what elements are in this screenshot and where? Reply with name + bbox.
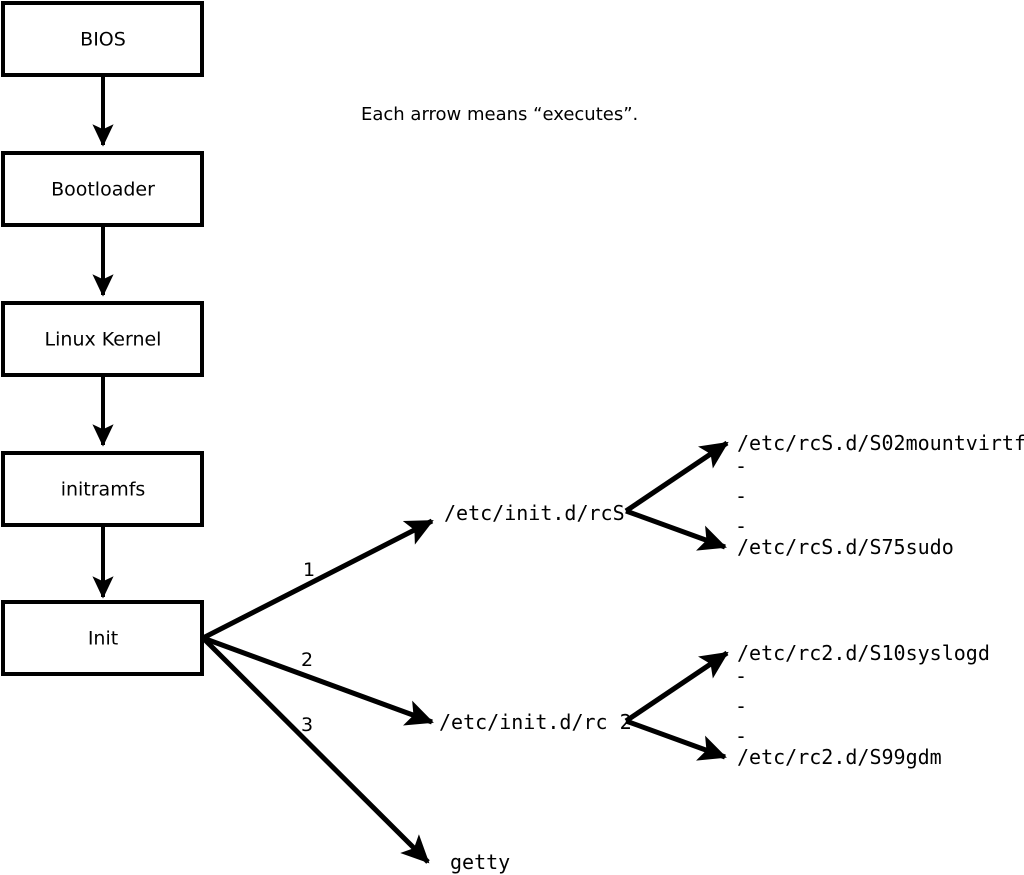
rcS-ellipsis-dash-1: -	[735, 454, 747, 478]
box-bios-rect	[1, 1, 204, 77]
box-initramfs-label: initramfs	[61, 479, 146, 501]
rc2-ellipsis-dash-2: -	[735, 694, 747, 718]
box-initramfs-rect	[1, 451, 204, 527]
box-init[interactable]: Init	[1, 600, 204, 676]
box-initramfs[interactable]: initramfs	[1, 451, 204, 527]
label-rcS-last-child: /etc/rcS.d/S75sudo	[737, 535, 954, 559]
arrow-init-to-getty	[201, 636, 430, 864]
box-init-rect	[1, 600, 204, 676]
branch-number-2: 2	[301, 649, 313, 671]
label-getty: getty	[450, 850, 510, 874]
box-bootloader-rect	[1, 151, 204, 227]
label-rcS-first-child: /etc/rcS.d/S02mountvirtfs	[737, 431, 1024, 455]
arrow-rcS-to-first-child	[624, 440, 729, 514]
label-etc-init-d-rc2: /etc/init.d/rc 2	[439, 710, 632, 734]
box-init-label: Init	[88, 628, 118, 650]
box-bios[interactable]: BIOS	[1, 1, 204, 77]
box-linux-kernel-rect	[1, 301, 204, 377]
rc2-branch-arrows	[624, 650, 729, 761]
rc2-ellipsis-dash-1: -	[735, 664, 747, 688]
rcS-branch-arrows	[624, 440, 729, 551]
label-rc2-last-child: /etc/rc2.d/S99gdm	[737, 745, 942, 769]
box-bios-label: BIOS	[80, 29, 126, 51]
box-linux-kernel[interactable]: Linux Kernel	[1, 301, 204, 377]
arrow-rc2-to-last-child	[625, 718, 727, 761]
arrow-rc2-to-first-child	[624, 650, 729, 724]
box-bootloader-label: Bootloader	[51, 179, 155, 201]
label-etc-init-d-rcS: /etc/init.d/rcS	[444, 501, 625, 525]
arrow-init-to-rc2	[202, 635, 434, 726]
rcS-ellipsis-dash-3: -	[735, 514, 747, 538]
branch-number-3: 3	[301, 714, 313, 736]
box-linux-kernel-label: Linux Kernel	[45, 329, 162, 351]
arrow-rcS-to-last-child	[625, 508, 727, 551]
legend-note: Each arrow means “executes”.	[361, 104, 638, 125]
rc2-ellipsis-dash-3: -	[735, 724, 747, 748]
label-rc2-first-child: /etc/rc2.d/S10syslogd	[737, 641, 990, 665]
branch-number-1: 1	[303, 559, 315, 581]
box-bootloader[interactable]: Bootloader	[1, 151, 204, 227]
arrow-init-to-rcS	[201, 518, 434, 641]
init-branch-arrows	[201, 518, 434, 864]
rcS-ellipsis-dash-2: -	[735, 484, 747, 508]
